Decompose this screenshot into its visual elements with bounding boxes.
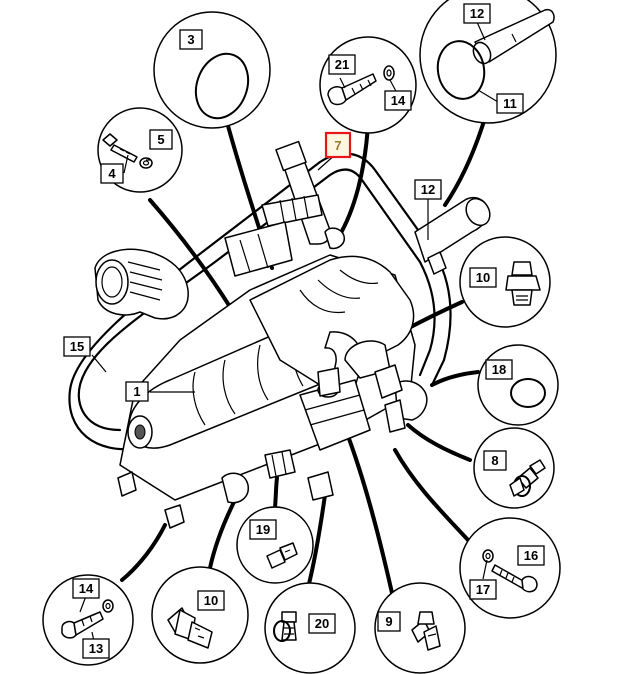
callout-11[interactable]: 11 (496, 93, 524, 114)
callout-14-bottom[interactable]: 14 (72, 578, 100, 599)
callout-15[interactable]: 15 (63, 336, 91, 357)
svg-text:12: 12 (470, 6, 484, 21)
callout-12-top[interactable]: 12 (463, 3, 491, 24)
motor-pump-assembly (68, 140, 491, 529)
detail-circle-12-11 (419, 0, 557, 124)
svg-text:10: 10 (476, 270, 490, 285)
svg-text:13: 13 (89, 641, 103, 656)
callout-13[interactable]: 13 (82, 638, 110, 659)
callout-leaders (79, 21, 499, 647)
callout-10-top[interactable]: 10 (469, 267, 497, 288)
svg-text:4: 4 (108, 166, 116, 181)
callout-5[interactable]: 5 (149, 129, 173, 150)
callout-1[interactable]: 1 (125, 381, 149, 402)
callouts: 1 15 3 5 4 21 14 7 12 11 12 10 18 8 16 1… (63, 3, 545, 659)
detail-circle-16-17 (459, 517, 561, 619)
svg-text:5: 5 (157, 132, 164, 147)
callout-9[interactable]: 9 (377, 611, 401, 632)
callout-16[interactable]: 16 (517, 545, 545, 566)
svg-text:14: 14 (391, 93, 406, 108)
svg-text:9: 9 (385, 614, 392, 629)
svg-text:12: 12 (421, 182, 435, 197)
svg-text:14: 14 (79, 581, 94, 596)
detail-circle-8 (473, 427, 555, 509)
detail-circle-19 (236, 506, 314, 584)
detail-circle-21-14 (319, 36, 417, 134)
svg-text:17: 17 (476, 582, 490, 597)
svg-text:15: 15 (70, 339, 84, 354)
detail-circle-10-top (459, 236, 551, 328)
detail-circle-14-13 (42, 574, 134, 666)
callout-7-highlighted[interactable]: 7 (324, 131, 352, 159)
svg-text:19: 19 (256, 522, 270, 537)
svg-text:3: 3 (187, 32, 194, 47)
callout-18[interactable]: 18 (485, 359, 513, 380)
detail-circle-18 (477, 344, 559, 426)
callout-10-bottom[interactable]: 10 (197, 590, 225, 611)
svg-text:7: 7 (334, 138, 341, 153)
callout-19[interactable]: 19 (249, 519, 277, 540)
svg-text:1: 1 (133, 384, 140, 399)
callout-20[interactable]: 20 (308, 613, 336, 634)
callout-17[interactable]: 17 (469, 579, 497, 600)
callout-4[interactable]: 4 (100, 163, 124, 184)
callout-8[interactable]: 8 (483, 450, 507, 471)
svg-text:11: 11 (503, 96, 517, 111)
svg-text:8: 8 (491, 453, 498, 468)
svg-text:10: 10 (204, 593, 218, 608)
svg-text:21: 21 (335, 57, 349, 72)
callout-14-top[interactable]: 14 (384, 90, 412, 111)
detail-circle-9 (374, 582, 466, 674)
callout-3[interactable]: 3 (179, 29, 203, 50)
svg-text:18: 18 (492, 362, 506, 377)
svg-text:20: 20 (315, 616, 329, 631)
callout-21[interactable]: 21 (328, 54, 356, 75)
detail-circle-10-bottom (151, 566, 249, 664)
callout-12-mid[interactable]: 12 (414, 179, 442, 200)
svg-text:16: 16 (524, 548, 538, 563)
detail-circle-3 (153, 11, 271, 129)
leader-lines (120, 113, 487, 595)
